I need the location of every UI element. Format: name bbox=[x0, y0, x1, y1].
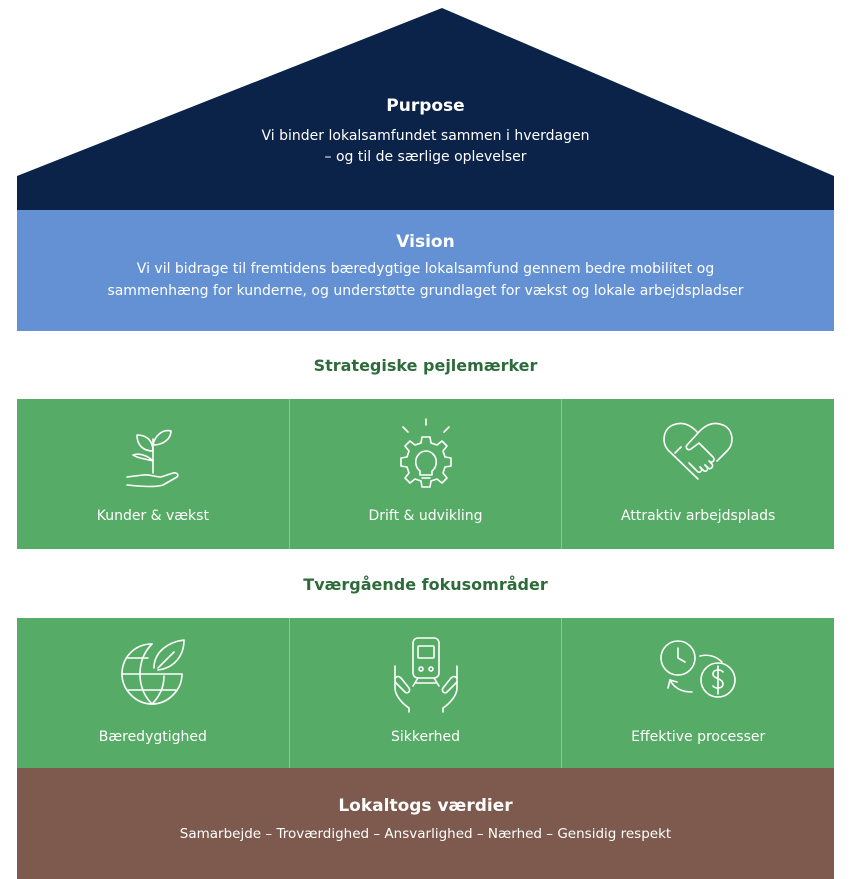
values-section: Lokaltogs værdier Samarbejde – Troværdig… bbox=[17, 768, 834, 879]
strategic-item-operations: Drift & udvikling bbox=[288, 399, 562, 549]
purpose-text-line-1: Vi binder lokalsamfundet sammen i hverda… bbox=[261, 128, 590, 144]
focus-grid: Bæredygtighed Sikkerhed bbox=[17, 618, 834, 768]
strategic-item-label: Kunder & vækst bbox=[96, 508, 209, 524]
values-text: Samarbejde – Troværdighed – Ansvarlighed… bbox=[179, 826, 672, 842]
strategic-item-workplace: Attraktiv arbejdsplads bbox=[561, 399, 834, 549]
heart-handshake-icon bbox=[663, 422, 733, 480]
lightbulb-gear-icon bbox=[399, 418, 452, 488]
focus-item-label: Bæredygtighed bbox=[98, 729, 207, 745]
globe-leaf-icon bbox=[121, 639, 185, 705]
focus-item-label: Sikkerhed bbox=[391, 729, 460, 745]
vision-text-line-1: Vi vil bidrage til fremtidens bæredygtig… bbox=[136, 261, 715, 277]
strategic-item-customers: Kunder & vækst bbox=[17, 399, 289, 549]
focus-heading: Tværgående fokusområder bbox=[303, 575, 548, 594]
strategic-grid: Kunder & vækst Drift & udvikling bbox=[17, 399, 834, 549]
purpose-text-line-2: – og til de særlige oplevelser bbox=[324, 149, 527, 165]
plant-in-hand-icon bbox=[126, 429, 179, 488]
vision-section: Vision Vi vil bidrage til fremtidens bær… bbox=[17, 210, 834, 331]
train-in-hands-icon bbox=[393, 637, 458, 713]
clock-dollar-icon bbox=[660, 640, 736, 698]
vision-title: Vision bbox=[396, 232, 455, 252]
values-title: Lokaltogs værdier bbox=[338, 796, 513, 816]
strategic-heading: Strategiske pejlemærker bbox=[313, 356, 538, 375]
focus-item-processes: Effektive processer bbox=[561, 618, 834, 768]
vision-text-line-2: sammenhæng for kunderne, og understøtte … bbox=[107, 283, 744, 299]
focus-item-label: Effektive processer bbox=[631, 729, 766, 745]
strategic-item-label: Drift & udvikling bbox=[368, 508, 483, 524]
focus-item-safety: Sikkerhed bbox=[288, 618, 562, 768]
purpose-title: Purpose bbox=[386, 96, 465, 116]
focus-item-sustainability: Bæredygtighed bbox=[17, 618, 289, 768]
purpose-section: Purpose Vi binder lokalsamfundet sammen … bbox=[17, 96, 834, 168]
strategic-item-label: Attraktiv arbejdsplads bbox=[621, 508, 776, 524]
purpose-roof bbox=[17, 8, 834, 210]
